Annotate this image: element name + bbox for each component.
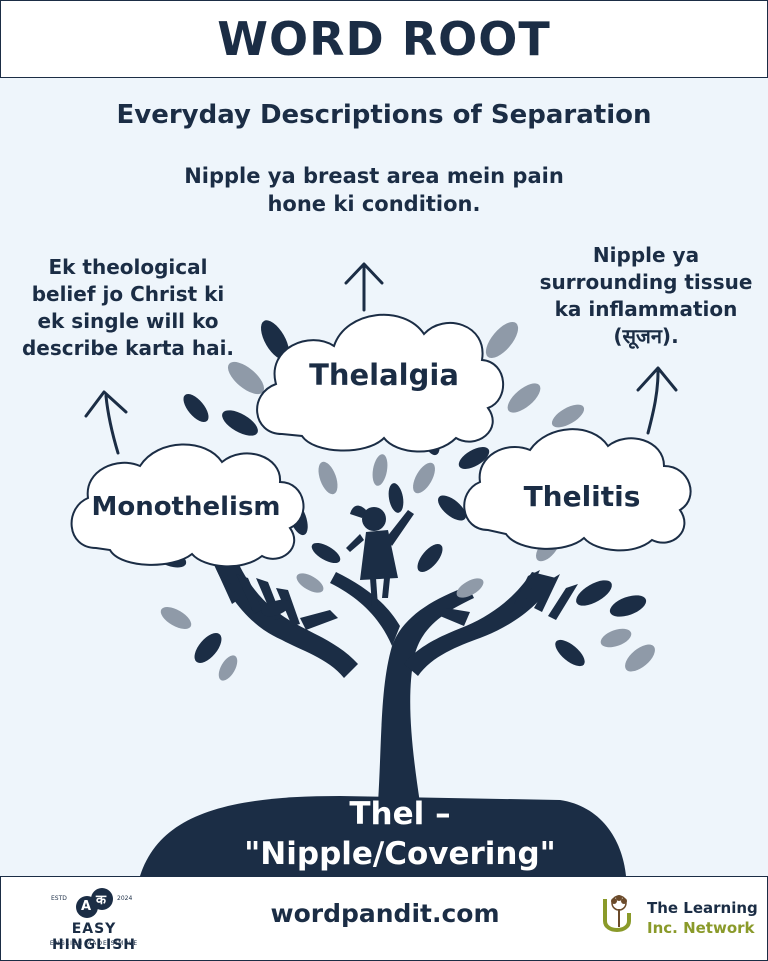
arrow-up-right-icon (636, 366, 678, 435)
description-line: (सूजन). (613, 324, 679, 348)
learning-inc-logo: The Learning Inc. Network (599, 891, 764, 947)
description-line: describe karta hai. (21, 336, 235, 360)
easy-hinglish-tagline: ENGLISH MADE SIMPLE (49, 940, 139, 947)
cloud-monothelism (70, 443, 305, 568)
description-line: belief jo Christ ki (31, 282, 225, 306)
website-link[interactable]: wordpandit.com (270, 899, 500, 928)
estd-label: ESTD (51, 895, 67, 902)
badge-letter-k: क (96, 893, 106, 908)
description-line: Nipple ya (592, 243, 700, 267)
word-monothelism: Monothelism (91, 492, 281, 522)
cloud-thelalgia (256, 313, 504, 453)
description-line: surrounding tissue (539, 270, 753, 294)
easy-hinglish-logo: A क ESTD 2024 EASY HINGLISH ENGLISH MADE… (29, 887, 159, 953)
learning-inc-line2: Inc. Network (647, 919, 755, 937)
child-silhouette-icon (346, 505, 414, 606)
description-line: Ek theological (48, 255, 208, 279)
cloud-thelitis (463, 428, 692, 552)
ground-mound (140, 796, 626, 876)
description-thelitis: Nipple ya surrounding tissue ka inflamma… (526, 242, 766, 350)
word-thelitis: Thelitis (523, 480, 641, 513)
main-panel: Everyday Descriptions of Separation (0, 78, 768, 876)
header: WORD ROOT (0, 0, 768, 78)
speech-bubbles-icon (76, 888, 113, 918)
description-monothelism: Ek theological belief jo Christ ki ek si… (8, 254, 248, 362)
description-line: Nipple ya breast area mein pain (184, 164, 564, 188)
description-thelalgia: Nipple ya breast area mein pain hone ki … (150, 162, 598, 218)
tree-branch (330, 572, 400, 646)
right-hand-icon (404, 570, 578, 676)
estd-year: 2024 (117, 895, 133, 902)
learning-inc-line1: The Learning (647, 899, 758, 917)
easy-hinglish-name: EASY HINGLISH (51, 921, 137, 953)
badge-letter-a: A (81, 899, 92, 914)
root-line: Thel – (349, 796, 451, 832)
description-line: ek single will ko (37, 309, 219, 333)
description-line: hone ki condition. (267, 192, 481, 216)
root-word: Thel – "Nipple/Covering" (180, 794, 620, 874)
root-meaning: "Nipple/Covering" (244, 836, 556, 872)
footer: A क ESTD 2024 EASY HINGLISH ENGLISH MADE… (0, 876, 768, 961)
tree-u-icon (603, 895, 631, 932)
page-title: WORD ROOT (217, 12, 551, 66)
tree-trunk (378, 586, 474, 803)
word-thelalgia: Thelalgia (309, 358, 459, 392)
subtitle: Everyday Descriptions of Separation (116, 100, 652, 130)
arrow-up-icon (344, 262, 384, 312)
description-line: ka inflammation (554, 297, 738, 321)
arrow-up-left-icon (84, 390, 128, 455)
tree-illustration (70, 262, 692, 876)
